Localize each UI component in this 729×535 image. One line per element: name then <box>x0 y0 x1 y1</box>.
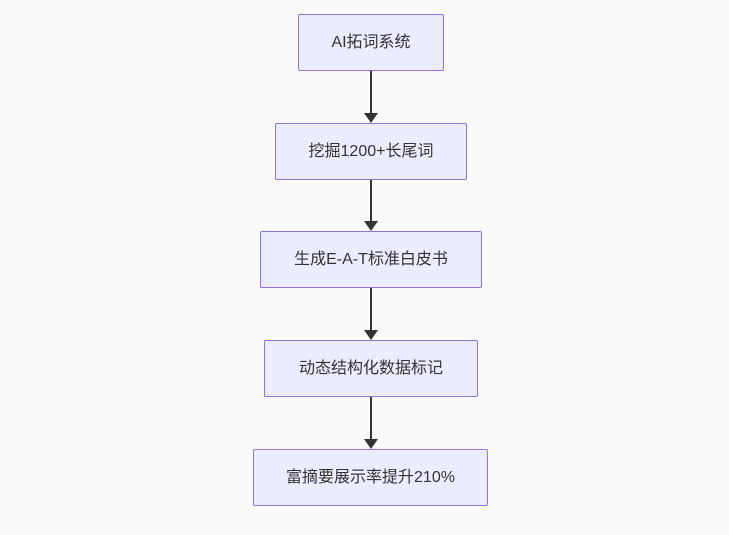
arrow-line <box>370 180 372 221</box>
flow-node-eat-whitepaper: 生成E-A-T标准白皮书 <box>260 231 482 288</box>
flow-node-rich-snippet-result: 富摘要展示率提升210% <box>253 449 488 506</box>
flow-node-label: 生成E-A-T标准白皮书 <box>294 250 448 268</box>
flow-arrow-3 <box>364 288 378 340</box>
flow-node-structured-data-markup: 动态结构化数据标记 <box>264 340 478 397</box>
arrow-head-icon <box>364 221 378 231</box>
arrow-line <box>370 288 372 330</box>
flow-node-label: 挖掘1200+长尾词 <box>308 142 434 160</box>
arrow-line <box>370 397 372 439</box>
flow-node-label: AI拓词系统 <box>331 33 411 51</box>
flow-arrow-4 <box>364 397 378 449</box>
arrow-head-icon <box>364 113 378 123</box>
arrow-head-icon <box>364 330 378 340</box>
flow-node-label: 富摘要展示率提升210% <box>286 468 455 486</box>
arrow-head-icon <box>364 439 378 449</box>
flow-node-ai-keyword-system: AI拓词系统 <box>298 14 444 71</box>
flow-arrow-2 <box>364 180 378 231</box>
arrow-line <box>370 71 372 113</box>
flow-arrow-1 <box>364 71 378 123</box>
flow-node-longtail-mining: 挖掘1200+长尾词 <box>275 123 467 180</box>
flow-node-label: 动态结构化数据标记 <box>298 359 443 377</box>
